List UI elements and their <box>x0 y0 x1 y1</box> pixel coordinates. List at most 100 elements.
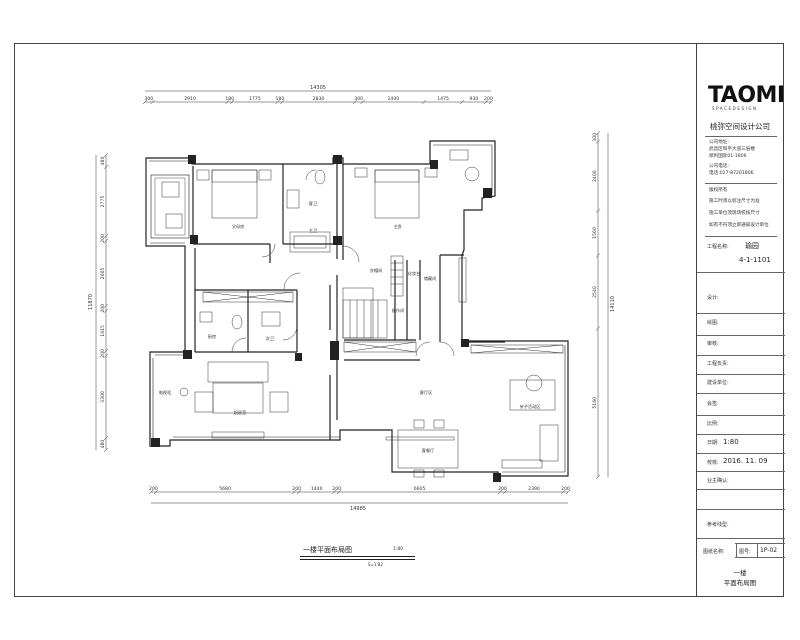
dim-tick <box>103 348 109 354</box>
dim-label: 200 <box>100 234 106 243</box>
label-tv-cabinet: 电视柜 <box>159 389 172 396</box>
dim-label: 300 <box>144 96 153 102</box>
dim-tick <box>103 152 109 158</box>
draw-label: 绘图: <box>707 320 719 326</box>
dim-label: 300 <box>354 96 363 102</box>
dim-label: 2540 <box>592 286 598 298</box>
room-labels: 父母房 主卧 客卫 主卫 衣帽间 次卫 厨房 操作间 起居室 客厅区 客餐厅 亲… <box>159 200 541 454</box>
dim-tick <box>292 489 297 495</box>
ratio-label: 比例: <box>707 421 719 427</box>
label-second-bath: 次卫 <box>266 335 274 342</box>
bottom-dimensions <box>148 489 571 504</box>
dim-tick <box>488 99 494 105</box>
dim-tick <box>103 435 109 441</box>
left-total-dim: 11870 <box>88 294 94 310</box>
top-dimensions <box>142 90 494 105</box>
note-3: 如有不符须立即通知设计单位 <box>709 223 769 228</box>
label-living-area: 客厅区 <box>420 389 433 396</box>
label-guest-bath: 客卫 <box>309 200 317 207</box>
dim-tick <box>150 99 155 105</box>
dim-tick <box>332 489 337 495</box>
drawing-name: 一楼 平面布局图 <box>700 568 780 588</box>
dim-tick <box>296 489 302 495</box>
plan-scale: 1:80 <box>393 547 404 552</box>
dim-tick <box>421 99 427 105</box>
dim-tick <box>225 99 230 105</box>
dim-tick <box>148 489 154 495</box>
plan-title: 一楼平面布局图 <box>303 546 352 554</box>
dim-tick <box>352 99 358 105</box>
dim-tick <box>497 489 503 495</box>
review-label: 审核: <box>707 341 719 347</box>
number-value: 1P-02 <box>760 547 778 554</box>
label-master-bath: 主卫 <box>309 227 317 233</box>
label-kids-area: 亲子活动区 <box>520 403 541 410</box>
dim-tick <box>560 489 566 495</box>
note-2: 施工单位须现场校核尺寸 <box>709 211 760 216</box>
bottom-total-dim: 14985 <box>350 506 366 512</box>
dim-label: 1560 <box>592 227 598 239</box>
phone-number: 电话:027-87201806 <box>709 171 754 176</box>
project-name: 瑜园 <box>745 242 759 250</box>
dim-label: 2400 <box>387 96 399 102</box>
dim-tick <box>103 447 109 453</box>
dim-tick <box>595 130 601 136</box>
dim-tick <box>595 474 601 480</box>
dim-label: 2830 <box>313 96 325 102</box>
company-name: 桃弥空间设计公司 <box>710 122 770 131</box>
dim-tick <box>502 489 508 495</box>
dim-tick <box>360 99 365 105</box>
dim-label: 200 <box>498 486 507 492</box>
dim-label: 930 <box>470 96 479 102</box>
builder-label: 建设单位: <box>707 380 729 386</box>
dim-tick <box>336 489 342 495</box>
dim-label: 200 <box>100 304 106 313</box>
dim-label: 480 <box>100 440 106 449</box>
dim-label: 180 <box>275 96 284 102</box>
dim-tick <box>280 99 285 105</box>
dim-tick <box>595 326 601 331</box>
dim-label: 1615 <box>100 325 106 337</box>
label-storage: 储藏间 <box>424 275 437 282</box>
number-label: 图号: <box>739 549 751 555</box>
dim-label: 1475 <box>437 96 449 102</box>
dim-label: 6605 <box>414 486 426 492</box>
dim-tick <box>103 233 109 239</box>
dim-tick <box>103 308 109 313</box>
title-block: TAOMI SPACEDESIGN 桃弥空间设计公司 公司地址: 武昌区和平大道… <box>696 43 785 597</box>
title-underline-thin <box>300 558 415 560</box>
dim-label: 200 <box>561 486 570 492</box>
dim-label: 1440 <box>311 486 323 492</box>
dim-tick <box>103 164 109 170</box>
dim-label: 200 <box>149 486 158 492</box>
label-parents-room: 父母房 <box>232 223 245 230</box>
dim-label: 2400 <box>592 170 598 182</box>
dim-label: 5680 <box>219 486 231 492</box>
label-vanity: 化妆台 <box>408 270 421 277</box>
copyright-title: 版权所有 <box>709 188 728 193</box>
check-value: 2016. 11. 09 <box>723 457 768 465</box>
note-1: 施工时须以标注尺寸为准 <box>709 199 760 204</box>
columns <box>151 155 501 482</box>
dim-label: 200 <box>484 96 493 102</box>
ref-label: 参考线型: <box>707 522 729 528</box>
dim-label: 200 <box>292 486 301 492</box>
project-label: 工程名称: <box>707 244 729 250</box>
label-master-bedroom: 主卧 <box>394 223 402 230</box>
dim-label: 480 <box>100 157 106 166</box>
title-underline <box>300 556 415 557</box>
drawing-label: 图纸名称: <box>703 549 725 555</box>
plan-subtitle: S=1:82 <box>368 562 383 567</box>
dim-label: 2390 <box>528 486 540 492</box>
meeting-label: 会签: <box>707 401 719 407</box>
dim-tick <box>103 238 109 244</box>
dim-tick <box>595 208 601 213</box>
dim-tick <box>595 253 601 258</box>
address-line1: 武昌区和平大道三层楼 <box>709 147 755 152</box>
dim-label: 3300 <box>100 391 106 403</box>
top-total-dim: 14305 <box>310 85 326 91</box>
company-logo: TAOMI <box>708 83 785 108</box>
dim-tick <box>153 489 159 495</box>
furniture <box>161 149 564 478</box>
dim-label: 2910 <box>184 96 196 102</box>
